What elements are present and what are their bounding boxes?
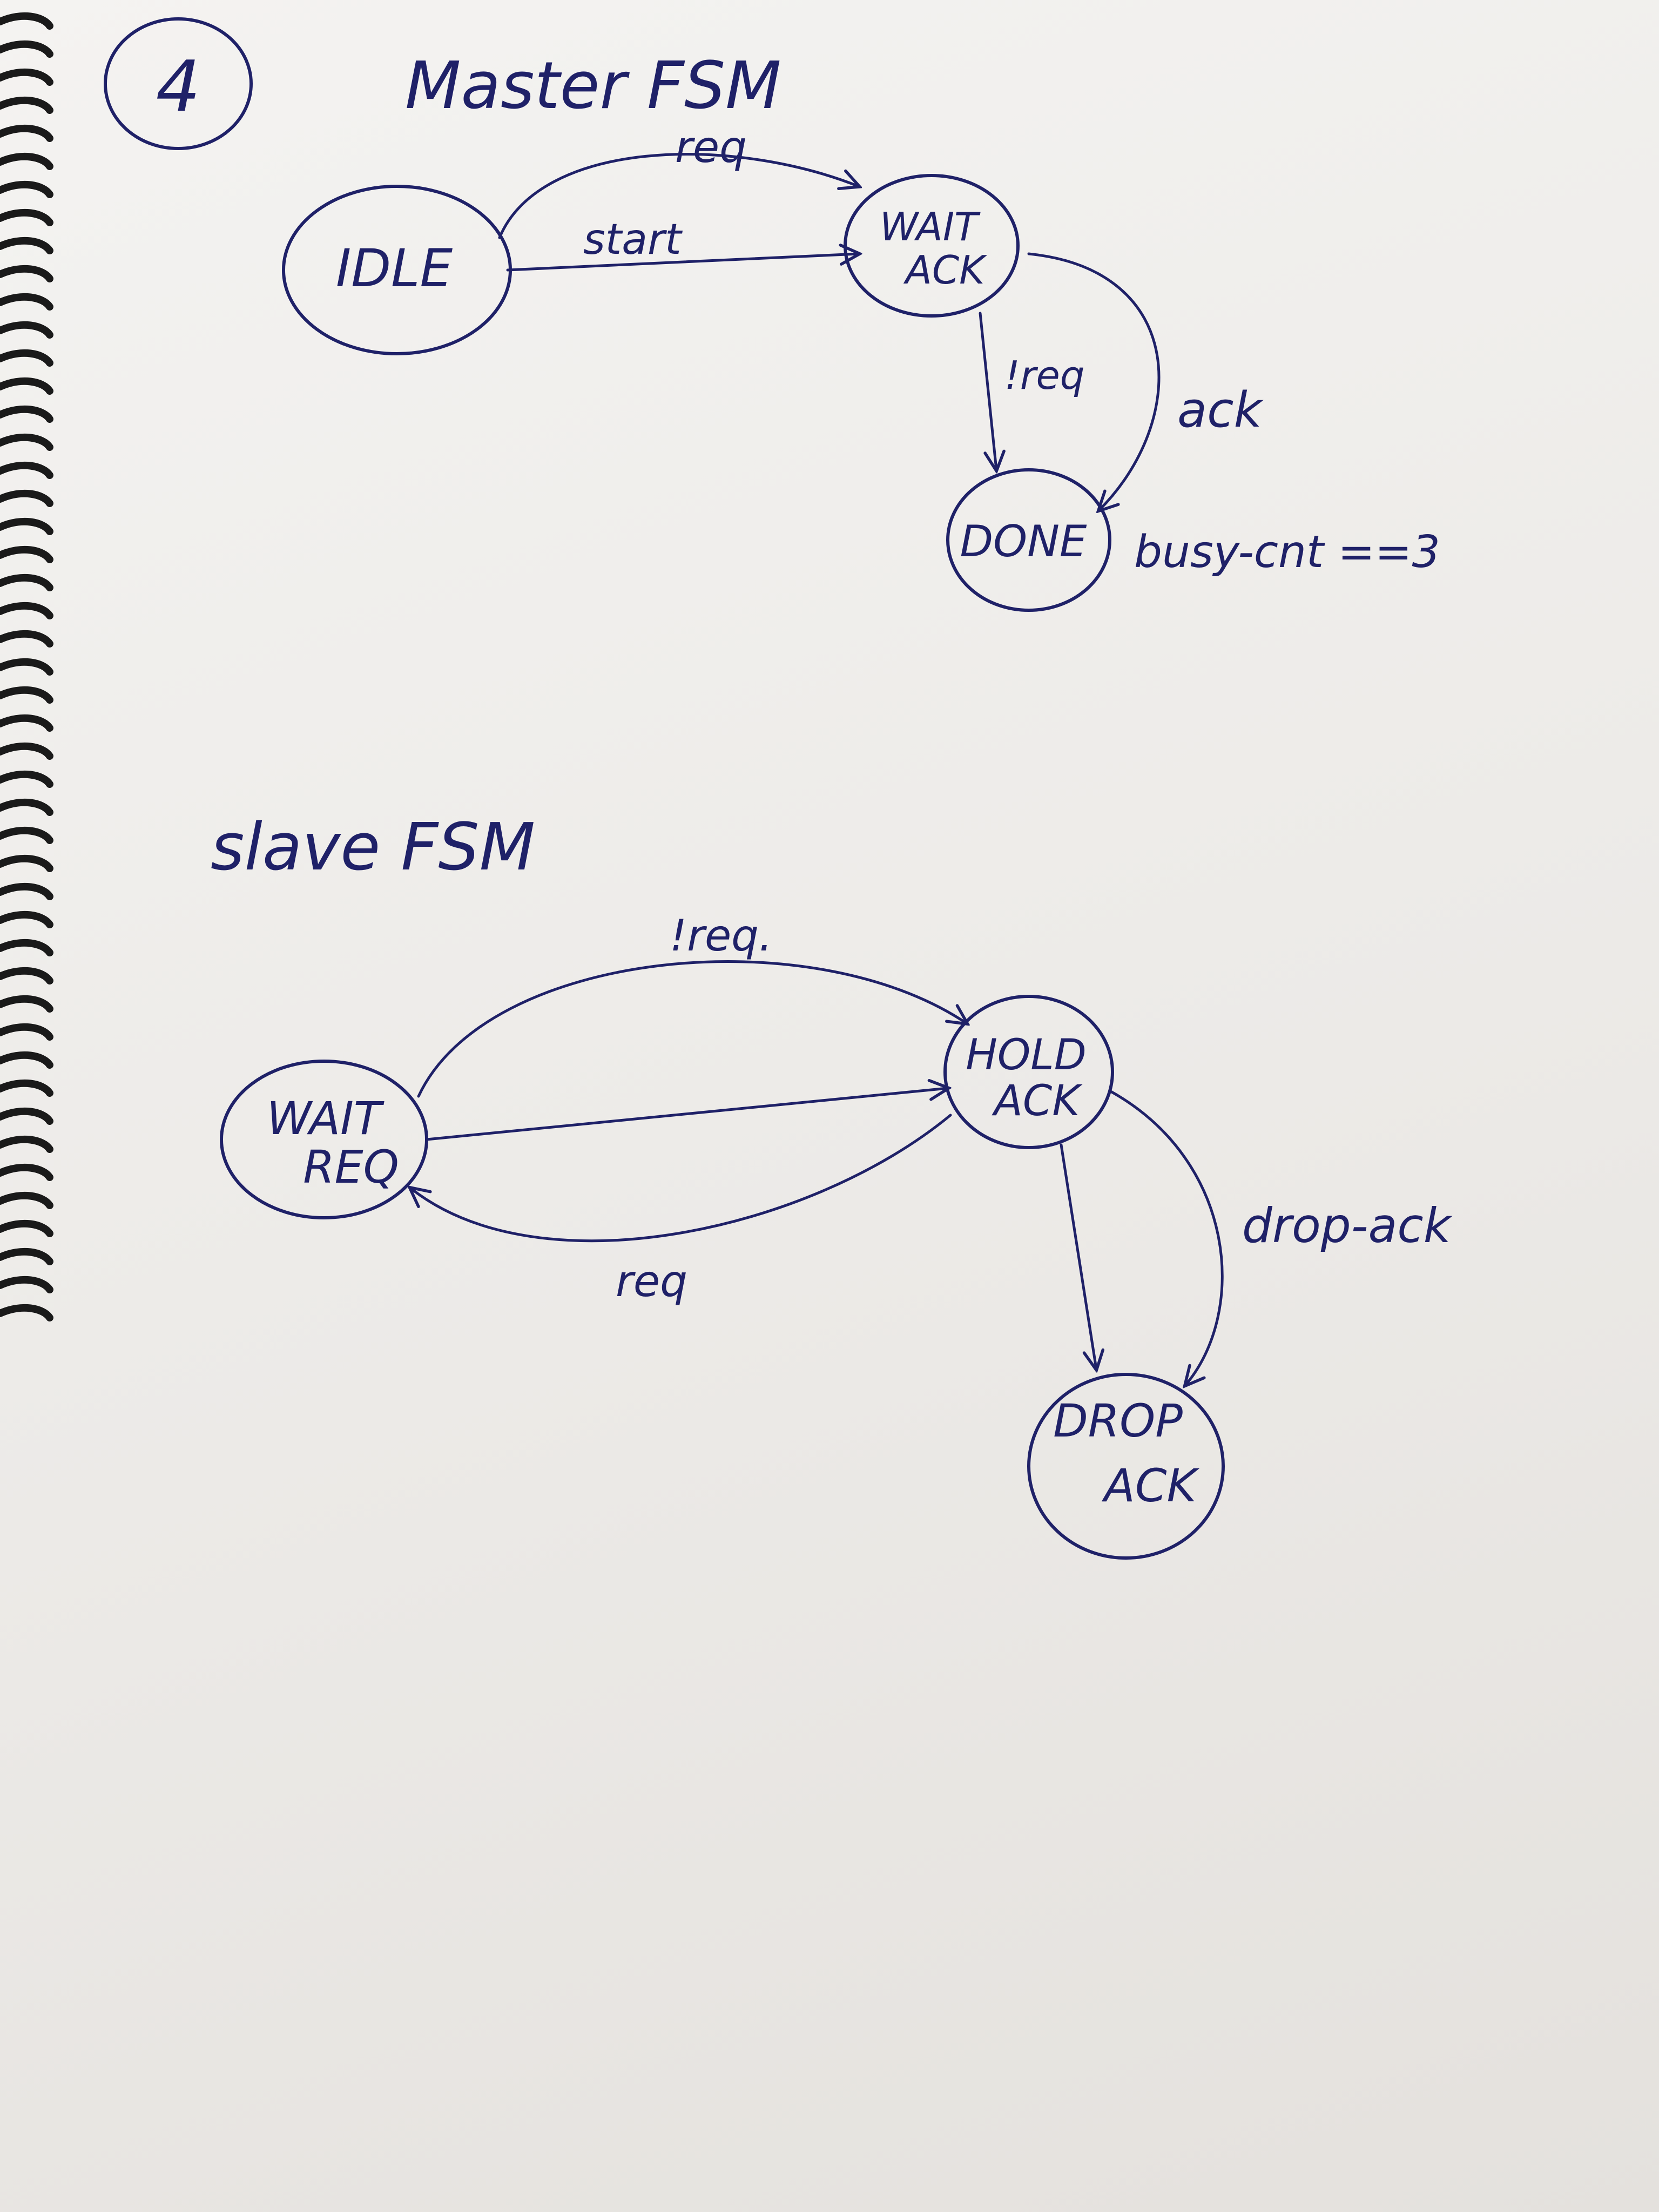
spiral-binding	[0, 12, 53, 1321]
state-hold-ack-label-line1: HOLD	[966, 1031, 1087, 1080]
spiral-loop	[0, 265, 53, 282]
spiral-loop	[0, 1304, 53, 1321]
spiral-loop	[0, 96, 53, 114]
edge-holdack-dropack	[1060, 1143, 1096, 1369]
edge-label-req: req	[675, 122, 747, 172]
spiral-loop	[0, 939, 53, 956]
spiral-loop	[0, 321, 53, 339]
spiral-loop	[0, 826, 53, 844]
spiral-loop	[0, 1191, 53, 1209]
spiral-loop	[0, 574, 53, 591]
state-wait-ack-label-line1: WAIT	[880, 204, 981, 249]
edge-label-drop-ack: drop-ack	[1242, 1198, 1453, 1253]
spiral-loop	[0, 967, 53, 984]
edge-holdack-waitreq-req	[410, 1114, 952, 1243]
spiral-loop	[0, 40, 53, 58]
state-idle-label: IDLE	[336, 238, 453, 299]
spiral-loop	[0, 1079, 53, 1097]
page-number: 4	[104, 17, 253, 150]
spiral-loop	[0, 798, 53, 816]
state-idle: IDLE	[282, 185, 512, 355]
state-done: DONE	[946, 468, 1111, 612]
spiral-loop	[0, 12, 53, 30]
edge-idle-wait-start	[506, 254, 859, 272]
spiral-loop	[0, 630, 53, 648]
master-fsm-title: Master FSM	[405, 49, 781, 124]
spiral-loop	[0, 1276, 53, 1293]
edge-holdack-dropack-dropack	[1108, 1089, 1224, 1385]
edge-wait-done-ack	[1027, 252, 1161, 510]
spiral-loop	[0, 602, 53, 619]
state-wait-req-label-line2: REQ	[303, 1141, 399, 1193]
state-wait-ack: WAIT ACK	[844, 174, 1020, 318]
spiral-loop	[0, 1051, 53, 1069]
spiral-loop	[0, 489, 53, 507]
edge-label-start: start	[583, 215, 683, 264]
slave-fsm-title: slave FSM	[211, 810, 535, 885]
edge-wait-done-notreq	[979, 312, 996, 470]
spiral-loop	[0, 124, 53, 142]
spiral-loop	[0, 433, 53, 451]
spiral-loop	[0, 1163, 53, 1181]
edge-label-slave-req: req	[616, 1256, 687, 1306]
spiral-loop	[0, 770, 53, 788]
edge-idle-wait-req	[498, 153, 859, 239]
state-drop-ack: DROP ACK	[1027, 1373, 1225, 1560]
spiral-loop	[0, 742, 53, 760]
state-wait-req-label-line1: WAIT	[267, 1092, 385, 1145]
spiral-loop	[0, 1247, 53, 1265]
spiral-loop	[0, 995, 53, 1013]
spiral-loop	[0, 152, 53, 170]
page-number-text: 4	[156, 45, 201, 127]
spiral-loop	[0, 854, 53, 872]
edge-waitreq-holdack-notreq	[417, 960, 967, 1098]
spiral-loop	[0, 1023, 53, 1041]
spiral-loop	[0, 237, 53, 254]
spiral-loop	[0, 461, 53, 479]
state-hold-ack-label-line2: ACK	[992, 1077, 1083, 1125]
state-wait-ack-label-line2: ACK	[903, 247, 988, 293]
spiral-loop	[0, 349, 53, 367]
page-number-circle	[104, 17, 253, 150]
edge-label-ack: ack	[1177, 382, 1264, 439]
spiral-loop	[0, 293, 53, 311]
edge-label-busy-cnt: busy-cnt ==3	[1134, 527, 1440, 578]
spiral-loop	[0, 1135, 53, 1153]
spiral-loop	[0, 714, 53, 732]
spiral-loop	[0, 1107, 53, 1125]
spiral-loop	[0, 882, 53, 900]
edge-label-not-req: !req	[1004, 353, 1084, 398]
edge-waitreq-holdack	[425, 1088, 948, 1141]
edge-label-slave-not-req: !req.	[670, 911, 772, 961]
spiral-loop	[0, 517, 53, 535]
slave-fsm: slave FSM WAIT REQ HOLD ACK DROP ACK !re…	[211, 810, 1453, 1560]
state-done-label: DONE	[960, 516, 1087, 567]
spiral-loop	[0, 68, 53, 86]
master-fsm: Master FSM IDLE WAIT ACK DONE req start …	[282, 49, 1440, 612]
spiral-loop	[0, 405, 53, 423]
state-hold-ack: HOLD ACK	[943, 995, 1114, 1149]
spiral-loop	[0, 911, 53, 928]
spiral-loop	[0, 1219, 53, 1237]
spiral-loop	[0, 658, 53, 676]
spiral-loop	[0, 686, 53, 704]
state-drop-ack-label-line1: DROP	[1053, 1394, 1183, 1447]
spiral-loop	[0, 545, 53, 563]
spiral-loop	[0, 377, 53, 395]
spiral-loop	[0, 208, 53, 226]
state-wait-req: WAIT REQ	[220, 1060, 428, 1219]
spiral-loop	[0, 180, 53, 198]
state-drop-ack-label-line2: ACK	[1101, 1459, 1199, 1512]
